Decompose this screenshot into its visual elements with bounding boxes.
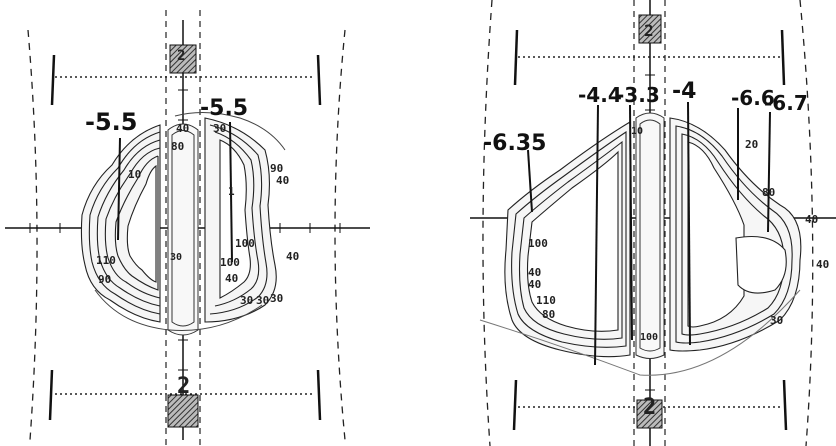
right-handwritten-value-4: -4 bbox=[672, 79, 696, 104]
right-handwritten-value-2: -4.4 bbox=[578, 83, 622, 107]
contour-label: 100 bbox=[235, 237, 255, 250]
contour-label: 40 bbox=[176, 122, 189, 135]
left-contour-lobe-1 bbox=[80, 124, 161, 323]
left-marker-top bbox=[169, 44, 197, 74]
right-contour-region bbox=[504, 121, 631, 358]
contour-label: 10 bbox=[128, 168, 141, 181]
left-handwritten-value-2: -5.5 bbox=[200, 96, 248, 121]
left-marker-label-top: 2 bbox=[177, 48, 185, 64]
right-handwritten-value-1: -6.35 bbox=[483, 131, 546, 156]
right-outer-dashed-line-1 bbox=[482, 0, 493, 446]
right-faint-arc bbox=[479, 289, 801, 376]
left-contour-lobe-2 bbox=[204, 117, 277, 323]
right-annotation-lines bbox=[527, 101, 771, 366]
right-marker-label-bottom: 2 bbox=[643, 395, 656, 420]
contour-label: 40 bbox=[528, 278, 541, 291]
contour-label: 110 bbox=[96, 254, 116, 267]
right-contour-column bbox=[635, 112, 665, 359]
contour-label: 30 bbox=[213, 122, 226, 135]
contour-label: 1 bbox=[228, 185, 235, 198]
left-handwritten-value-1: -5.5 bbox=[85, 108, 137, 136]
contour-label: 90 bbox=[270, 162, 283, 175]
right-edge-bar-3 bbox=[512, 379, 518, 431]
right-edge-bar-2 bbox=[780, 29, 786, 86]
right-contour-region-2 bbox=[669, 117, 802, 352]
contour-label: 80 bbox=[762, 186, 775, 199]
contour-label: 100 bbox=[528, 237, 548, 250]
left-marker-bottom bbox=[167, 394, 199, 428]
right-outer-dashed-line-2 bbox=[799, 0, 814, 446]
contour-label: 100 bbox=[640, 332, 658, 343]
right-edge-bar-1 bbox=[513, 29, 519, 86]
contour-label: 80 bbox=[542, 308, 555, 321]
left-edge-bar-1 bbox=[50, 54, 56, 106]
left-annotation-line-2 bbox=[229, 121, 233, 263]
right-handwritten-value-3: -3.3 bbox=[616, 83, 660, 107]
contour-label: 40 bbox=[805, 213, 818, 226]
contour-label: 100 bbox=[220, 256, 240, 269]
right-marker-bottom bbox=[636, 399, 663, 429]
left-outer-dashed-line-2 bbox=[334, 29, 346, 441]
contour-label: 30 bbox=[170, 252, 182, 263]
contour-label: 40 bbox=[528, 266, 541, 279]
contour-label: 10 bbox=[631, 126, 643, 137]
left-edge-bar-2 bbox=[316, 54, 322, 106]
right-marker-label-top: 2 bbox=[644, 21, 654, 40]
left-edge-bar-4 bbox=[316, 369, 322, 421]
contour-label: 40 bbox=[225, 272, 238, 285]
right-marker-top bbox=[638, 14, 662, 44]
contour-label: 40 bbox=[276, 174, 289, 187]
left-contour-outer-ring bbox=[94, 111, 286, 331]
right-panel: 2 2 -6.35 -4.4 -3.3 -4 -6.6 -6.7 bbox=[470, 0, 836, 446]
left-marker-label-bottom: 2 bbox=[177, 374, 190, 399]
left-edge-bar-3 bbox=[48, 369, 54, 421]
contour-label: 30 bbox=[270, 292, 283, 305]
contour-label: 30 bbox=[770, 314, 783, 327]
left-panel: 2 2 -5.5 -5.5 4 bbox=[5, 10, 370, 446]
contour-label: 40 bbox=[286, 250, 299, 263]
contour-label: 30 bbox=[240, 294, 253, 307]
right-edge-bar-4 bbox=[782, 379, 788, 431]
left-outer-dashed-line-1 bbox=[27, 29, 38, 441]
left-contour-labels: 40 80 30 90 40 1 10 110 90 30 40 100 100… bbox=[96, 122, 299, 307]
left-contour-column bbox=[167, 123, 199, 336]
right-contour-labels: 20 80 40 100 40 40 110 80 10 100 40 30 bbox=[528, 126, 829, 343]
contour-label: 90 bbox=[98, 273, 111, 286]
contour-label: 40 bbox=[816, 258, 829, 271]
contour-label: 20 bbox=[745, 138, 758, 151]
left-annotation-line-1 bbox=[117, 137, 121, 241]
contour-label: 110 bbox=[536, 294, 556, 307]
right-handwritten-value-5: -6.6 bbox=[731, 86, 775, 110]
contour-label: 80 bbox=[171, 140, 184, 153]
right-handwritten-value-6: -6.7 bbox=[764, 91, 808, 115]
contour-label: 30 bbox=[256, 294, 269, 307]
